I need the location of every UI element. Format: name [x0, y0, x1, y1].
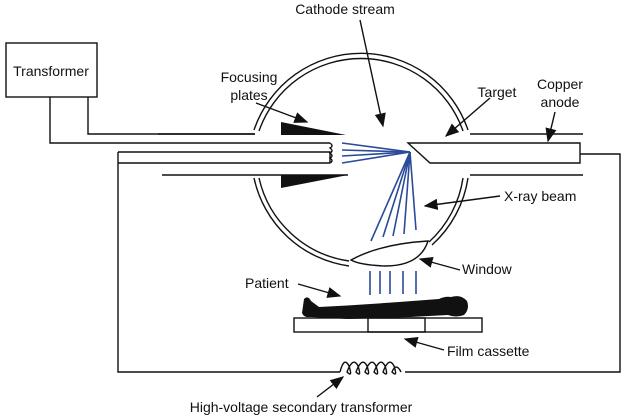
label-xray-beam: X-ray beam [504, 188, 576, 204]
cathode-stream-lines [341, 142, 411, 164]
xray-beam-lines [369, 151, 417, 295]
label-hv-transformer: High-voltage secondary transformer [190, 399, 413, 415]
label-target: Target [478, 84, 517, 100]
glass-envelope [253, 52, 469, 267]
transformer-wires [49, 97, 621, 373]
window-lens [349, 240, 429, 267]
label-focusing-plates-2: plates [230, 87, 267, 103]
table [293, 317, 483, 333]
transformer-box [5, 42, 98, 98]
label-window: Window [462, 261, 513, 277]
focusing-plate-bottom [281, 175, 348, 188]
label-transformer: Transformer [13, 63, 89, 79]
tube-housing-lines [158, 133, 583, 176]
focusing-plate-top [281, 122, 346, 135]
label-arrows [255, 19, 557, 398]
label-focusing-plates-1: Focusing [221, 69, 278, 85]
hv-transformer-coil [339, 361, 402, 375]
copper-anode [406, 142, 581, 164]
label-copper-anode-2: anode [541, 94, 580, 110]
label-cathode-stream: Cathode stream [295, 1, 395, 17]
film-cassette [367, 317, 426, 333]
patient-silhouette [302, 296, 468, 319]
label-copper-anode-1: Copper [537, 76, 583, 92]
label-film-cassette: Film cassette [447, 343, 530, 359]
cathode-filament [328, 142, 333, 164]
label-patient: Patient [245, 275, 289, 291]
